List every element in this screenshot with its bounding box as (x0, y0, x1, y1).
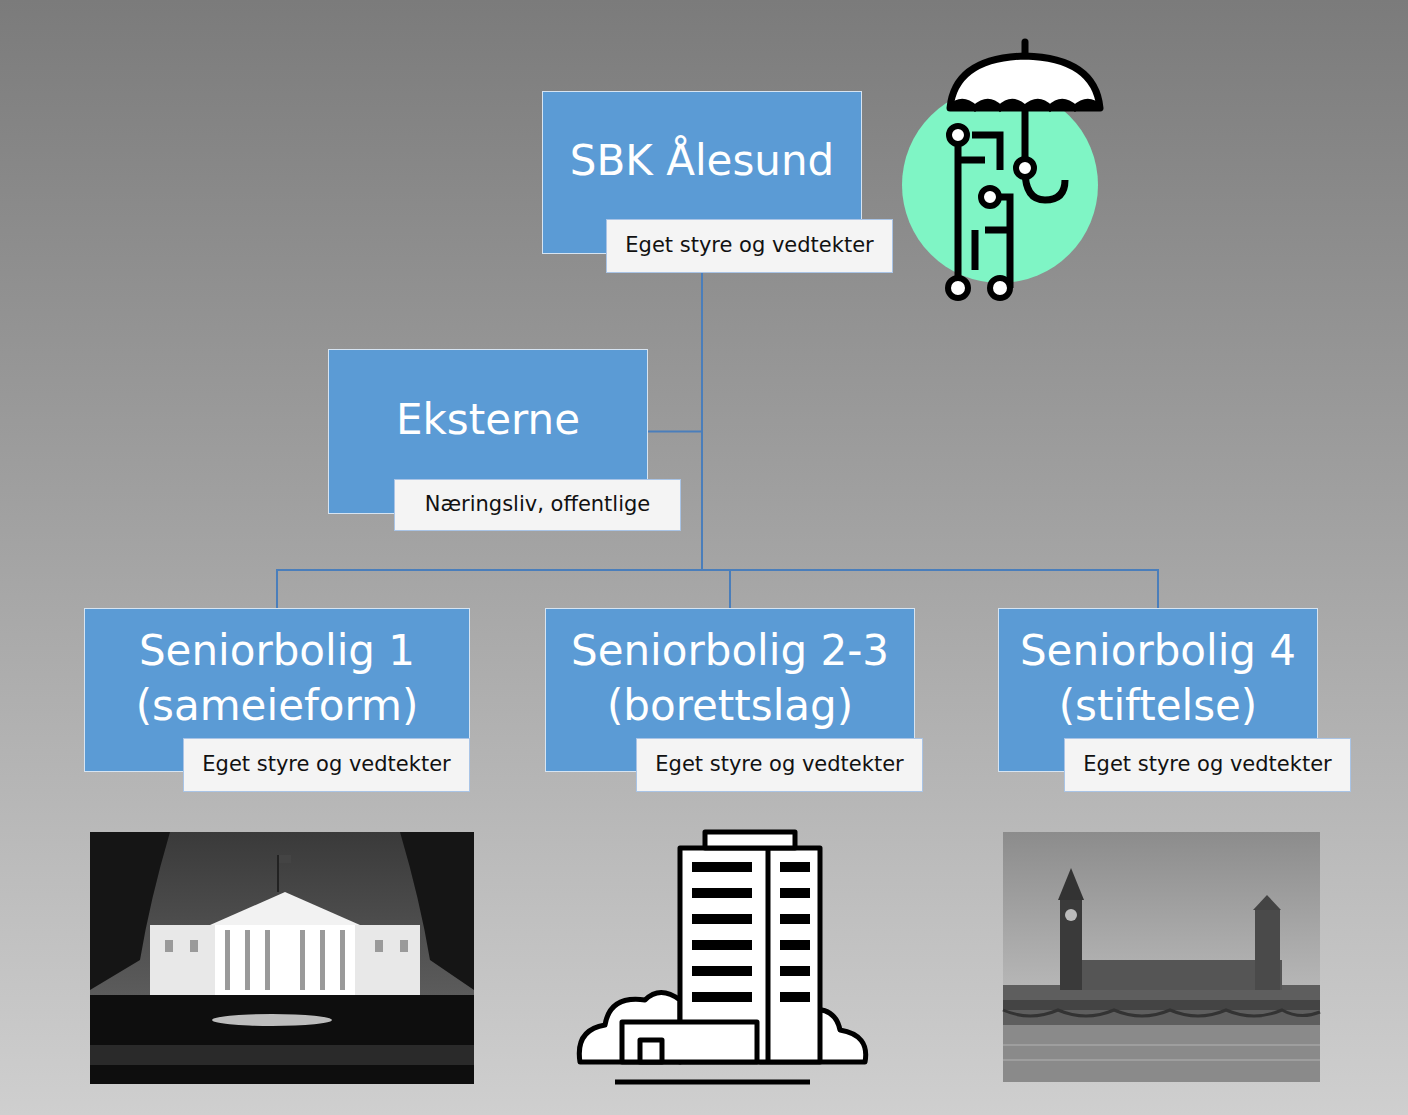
connector-line (648, 254, 702, 432)
umbrella-icon (902, 42, 1100, 298)
connector-line (702, 254, 730, 608)
box-title: Eksterne (396, 393, 580, 448)
org-box: EksterneNæringsliv, offentlige (328, 349, 648, 514)
note-label: Eget styre og vedtekter (183, 738, 470, 792)
box-title: Seniorbolig 2-3 (borettslag) (560, 624, 900, 733)
box-title: SBK Ålesund (570, 134, 834, 189)
note-label: Eget styre og vedtekter (1064, 738, 1351, 792)
org-box: Seniorbolig 1 (sameieform)Eget styre og … (84, 608, 470, 772)
connector-line (702, 254, 1158, 608)
note-label: Eget styre og vedtekter (636, 738, 923, 792)
connector-line (277, 254, 702, 608)
big-ben-photo (1003, 832, 1320, 1082)
org-box: SBK ÅlesundEget styre og vedtekter (542, 91, 862, 254)
building-icon (579, 832, 865, 1082)
note-label: Eget styre og vedtekter (606, 219, 893, 273)
box-title: Seniorbolig 1 (sameieform) (99, 624, 455, 733)
note-label: Næringsliv, offentlige (394, 479, 681, 531)
white-house-photo (90, 832, 474, 1084)
building-windows (692, 862, 810, 1002)
org-box: Seniorbolig 2-3 (borettslag)Eget styre o… (545, 608, 915, 772)
org-box: Seniorbolig 4 (stiftelse)Eget styre og v… (998, 608, 1318, 772)
box-title: Seniorbolig 4 (stiftelse) (1013, 624, 1303, 733)
